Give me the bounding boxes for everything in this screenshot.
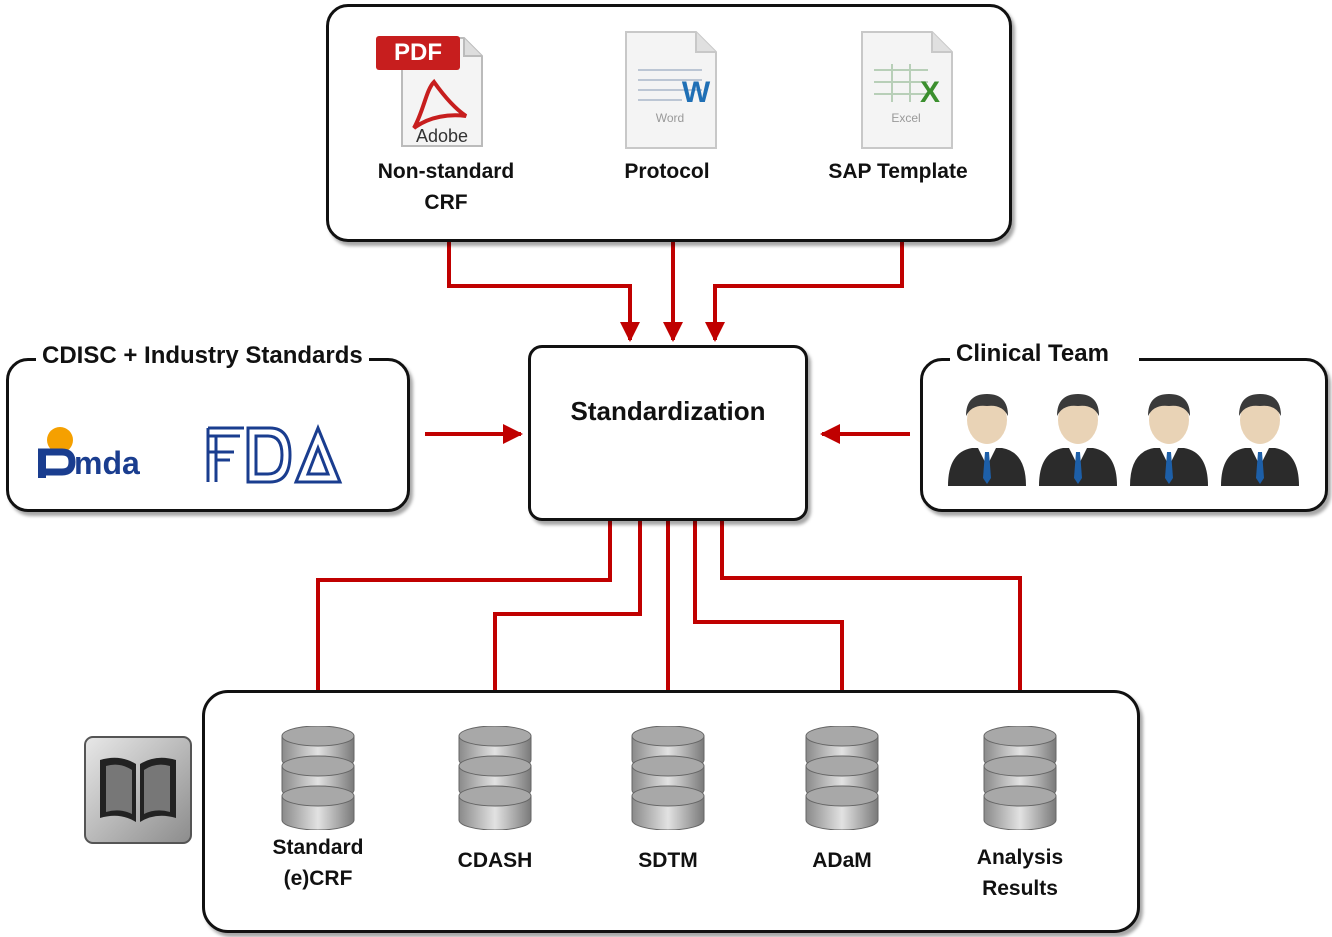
database-icon <box>278 725 358 831</box>
pmda-logo: mda <box>28 422 168 482</box>
book-icon <box>82 734 194 846</box>
arrow-crf-to-standardization <box>447 222 640 342</box>
arrow-to-analysis-results <box>720 520 1030 724</box>
arrow-to-adam <box>693 520 852 724</box>
standards-title: CDISC + Industry Standards <box>36 342 369 370</box>
person-icon <box>944 386 1030 486</box>
pmda-text: mda <box>74 445 140 481</box>
output-label: SDTM <box>638 849 698 872</box>
word-caption: Word <box>656 111 684 125</box>
arrow-sap-to-standardization <box>705 203 904 342</box>
person-icon <box>1126 386 1212 486</box>
pdf-file-icon: PDF Adobe <box>374 30 494 150</box>
output-label: Analysis Results <box>976 846 1064 900</box>
adobe-brand: Adobe <box>416 126 468 146</box>
arrow-to-standard-ecrf <box>308 520 612 724</box>
non-standard-crf-label: Non-standard CRF <box>377 160 515 214</box>
fda-logo <box>204 424 344 486</box>
output-label: Standard (e)CRF <box>272 836 364 890</box>
output-label: CDASH <box>457 849 533 872</box>
standardization-title: Standardization <box>570 396 766 426</box>
person-icon <box>1217 386 1303 486</box>
sap-template-label: SAP Template <box>828 160 968 183</box>
excel-letter: X <box>920 76 940 109</box>
excel-file-icon: X Excel <box>858 30 954 150</box>
person-icon <box>1035 386 1121 486</box>
clinical-team-title: Clinical Team <box>950 340 1139 368</box>
excel-caption: Excel <box>891 111 920 125</box>
word-file-icon: W Word <box>622 30 718 150</box>
database-icon <box>802 725 882 831</box>
database-icon <box>455 725 535 831</box>
protocol-label: Protocol <box>624 160 710 183</box>
standardization-box: Standardization <box>528 345 808 521</box>
word-letter: W <box>682 76 711 109</box>
database-icon <box>980 725 1060 831</box>
database-icon <box>628 725 708 831</box>
team-members <box>944 386 1314 486</box>
arrow-to-cdash <box>485 520 642 724</box>
output-label: ADaM <box>812 849 872 872</box>
pdf-badge: PDF <box>394 39 442 66</box>
